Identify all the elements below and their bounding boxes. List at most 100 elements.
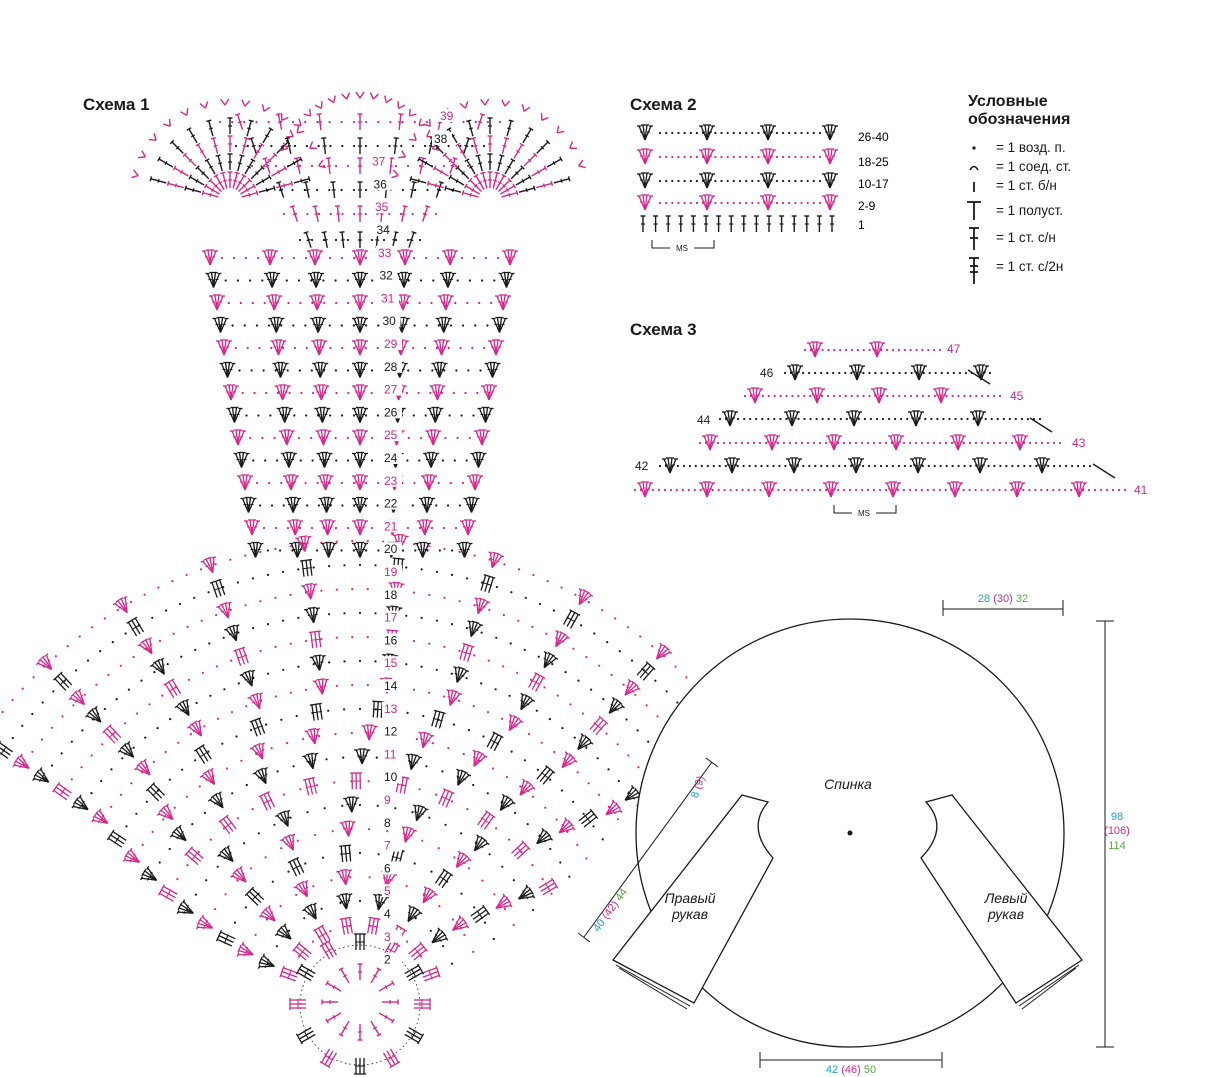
chain-stitch bbox=[438, 549, 441, 552]
row-label-bg bbox=[374, 223, 395, 236]
chain-stitch bbox=[850, 348, 854, 352]
chain-stitch bbox=[370, 369, 374, 372]
chain-stitch bbox=[580, 624, 583, 627]
chain-stitch bbox=[942, 417, 945, 421]
chain-stitch bbox=[328, 613, 331, 616]
chain-stitch bbox=[537, 655, 540, 658]
chain-stitch bbox=[32, 676, 35, 679]
chain-stitch bbox=[785, 417, 788, 421]
stitch-group bbox=[403, 963, 425, 983]
chain-stitch bbox=[807, 488, 810, 492]
chain-stitch bbox=[687, 488, 690, 492]
chain-stitch bbox=[645, 704, 648, 707]
chain-stitch bbox=[181, 768, 184, 771]
chain-stitch bbox=[447, 144, 450, 148]
chain-stitch bbox=[288, 391, 291, 395]
chain-stitch bbox=[261, 279, 264, 282]
chain-stitch bbox=[312, 566, 315, 569]
chain-stitch bbox=[658, 201, 662, 205]
stitch-group bbox=[335, 892, 355, 911]
chain-stitch bbox=[367, 780, 370, 783]
chain-stitch bbox=[921, 394, 925, 398]
stitch-dc bbox=[690, 215, 697, 233]
chain-stitch bbox=[276, 770, 279, 773]
chain-stitch bbox=[671, 131, 674, 135]
chain-stitch bbox=[951, 394, 954, 398]
chain-stitch bbox=[334, 164, 338, 168]
chain-stitch bbox=[471, 144, 474, 148]
chain-stitch bbox=[502, 613, 505, 617]
chain-stitch bbox=[508, 694, 511, 697]
chain-stitch bbox=[519, 785, 522, 788]
chain-stitch bbox=[259, 600, 262, 603]
chain-stitch bbox=[782, 179, 785, 183]
chain-stitch bbox=[940, 371, 943, 375]
chain-stitch bbox=[850, 371, 853, 375]
chain-stitch bbox=[487, 659, 490, 662]
chain-stitch bbox=[229, 558, 232, 561]
chain-stitch bbox=[826, 371, 829, 375]
stitch-picot bbox=[408, 132, 420, 145]
chain-stitch bbox=[981, 394, 984, 398]
chain-stitch bbox=[788, 131, 791, 135]
chain-stitch bbox=[368, 876, 371, 879]
chain-stitch bbox=[343, 564, 346, 567]
chain-stitch bbox=[347, 301, 350, 305]
chain-stitch bbox=[297, 616, 300, 620]
chain-stitch bbox=[647, 740, 650, 743]
chain-stitch bbox=[482, 144, 486, 148]
chain-stitch bbox=[751, 131, 754, 135]
scheme-3-row-label: 41 bbox=[1134, 483, 1148, 497]
chain-stitch bbox=[304, 256, 308, 260]
chain-stitch bbox=[945, 394, 948, 398]
chain-stitch bbox=[884, 441, 888, 445]
chain-stitch bbox=[1052, 441, 1056, 445]
chain-stitch bbox=[555, 818, 558, 821]
chain-stitch bbox=[921, 348, 924, 352]
chain-stitch bbox=[862, 464, 865, 468]
stitch-dc bbox=[494, 154, 506, 173]
chain-stitch bbox=[350, 732, 353, 735]
chain-stitch bbox=[353, 504, 356, 507]
chain-stitch bbox=[812, 201, 815, 205]
chain-stitch bbox=[143, 593, 146, 596]
stitch-dc bbox=[356, 181, 364, 199]
stitch-group bbox=[571, 587, 595, 610]
chain-stitch bbox=[352, 188, 355, 192]
chain-stitch bbox=[172, 632, 175, 635]
chain-stitch bbox=[788, 179, 791, 183]
chain-stitch bbox=[720, 131, 723, 135]
stitch-dc bbox=[520, 127, 534, 145]
chain-stitch bbox=[909, 394, 913, 398]
stitch-fan bbox=[698, 172, 716, 189]
chain-stitch bbox=[980, 488, 983, 492]
chain-stitch bbox=[888, 417, 891, 421]
scheme-1-row-label: 24 bbox=[384, 451, 398, 465]
chain-stitch bbox=[808, 371, 811, 375]
row-label-bg bbox=[382, 724, 402, 738]
chain-stitch bbox=[465, 459, 468, 462]
chain-stitch bbox=[998, 441, 1002, 445]
stitch-group bbox=[292, 878, 316, 901]
stitch-diagonal bbox=[1029, 417, 1053, 433]
chain-stitch bbox=[821, 417, 824, 421]
chain-stitch bbox=[340, 549, 343, 552]
right-sleeve-label-line-1: Правый bbox=[664, 890, 715, 906]
stitch-dc bbox=[728, 215, 735, 233]
stitch-group bbox=[436, 788, 455, 809]
stitch-dc bbox=[289, 204, 301, 224]
chain-stitch bbox=[483, 921, 487, 924]
stitch-group bbox=[484, 731, 505, 753]
chain-stitch bbox=[914, 488, 918, 492]
chain-stitch bbox=[342, 756, 345, 759]
chain-stitch bbox=[559, 861, 562, 864]
chain-stitch bbox=[636, 729, 639, 732]
chain-stitch bbox=[800, 201, 803, 205]
stitch-group bbox=[198, 766, 222, 790]
stitch-fan bbox=[636, 148, 654, 165]
stitch-picot bbox=[306, 140, 318, 153]
chain-stitch bbox=[21, 687, 24, 690]
chain-stitch bbox=[665, 179, 668, 183]
chain-stitch bbox=[317, 504, 320, 507]
